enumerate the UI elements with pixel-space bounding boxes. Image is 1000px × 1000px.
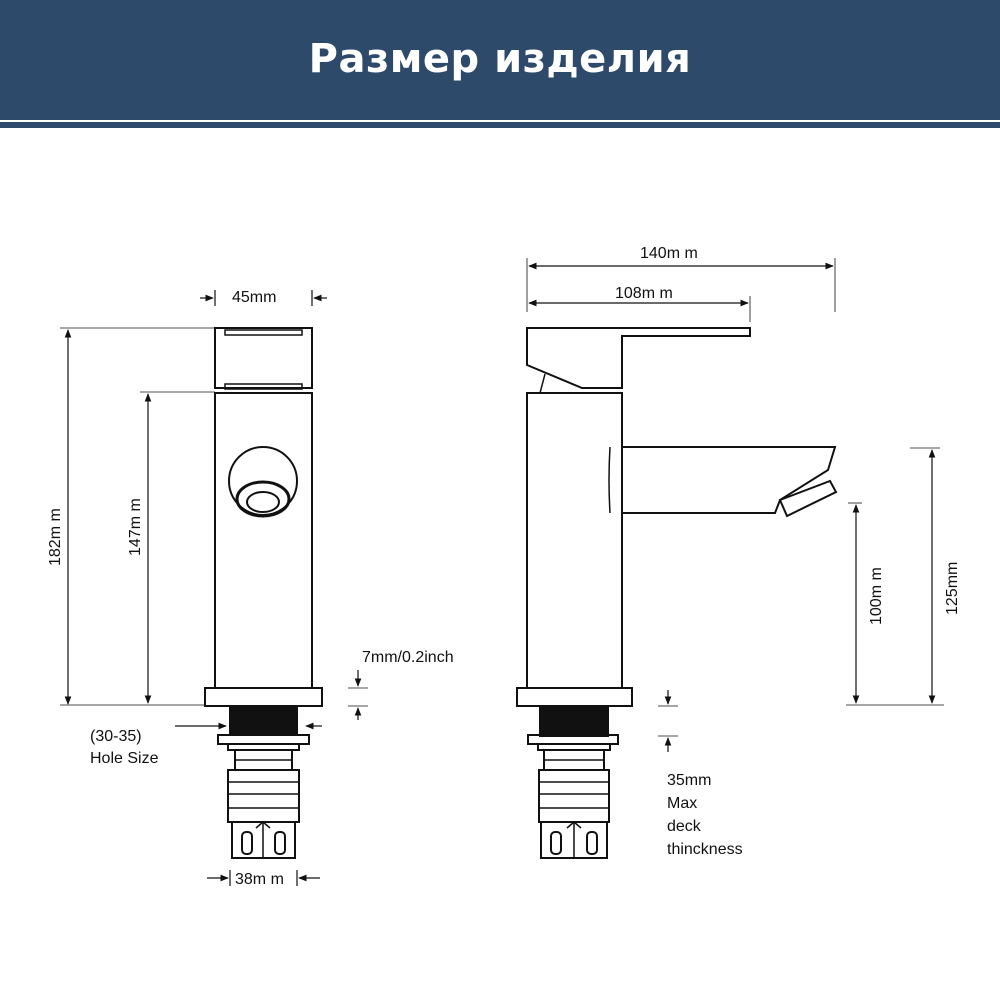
side-handle bbox=[526, 327, 751, 389]
front-body-height-label: 147m m bbox=[127, 498, 144, 556]
front-total-height-label: 182m m bbox=[47, 508, 64, 566]
side-nut bbox=[538, 769, 610, 823]
side-body bbox=[526, 392, 623, 689]
side-spout bbox=[621, 446, 837, 514]
front-nut bbox=[227, 769, 300, 823]
front-view bbox=[204, 327, 323, 859]
hole-size-label-line2: Hole Size bbox=[90, 750, 159, 767]
side-total-length-label: 140m m bbox=[640, 245, 698, 262]
front-shank-width-label: 38m m bbox=[235, 871, 284, 888]
deck-thickness-line1: 35mm bbox=[667, 772, 711, 789]
deck-thickness-line4: thinckness bbox=[667, 841, 743, 858]
side-base-plate bbox=[516, 687, 633, 707]
side-dimensions bbox=[526, 258, 944, 752]
deck-thickness-line3: deck bbox=[667, 818, 702, 835]
front-thread-shank bbox=[229, 705, 298, 737]
side-spout-height-label: 100m m bbox=[868, 567, 885, 625]
front-handle-cap bbox=[214, 327, 313, 389]
side-aerator bbox=[778, 479, 838, 518]
side-view bbox=[516, 327, 838, 859]
deck-gap-label: 7mm/0.2inch bbox=[362, 649, 454, 666]
header-banner bbox=[0, 0, 1000, 120]
hole-size-label-line1: (30-35) bbox=[90, 728, 142, 745]
page-title: Размер изделия bbox=[308, 36, 692, 82]
front-dimensions bbox=[60, 290, 368, 886]
front-base-plate bbox=[204, 687, 323, 707]
front-top-width-label: 45mm bbox=[232, 289, 276, 306]
side-top-to-deck-label: 125mm bbox=[944, 562, 961, 615]
header-divider bbox=[0, 122, 1000, 128]
side-lever-length-label: 108m m bbox=[615, 285, 673, 302]
side-thread-shank bbox=[539, 705, 609, 737]
front-body bbox=[214, 392, 313, 689]
deck-thickness-line2: Max bbox=[667, 795, 697, 812]
